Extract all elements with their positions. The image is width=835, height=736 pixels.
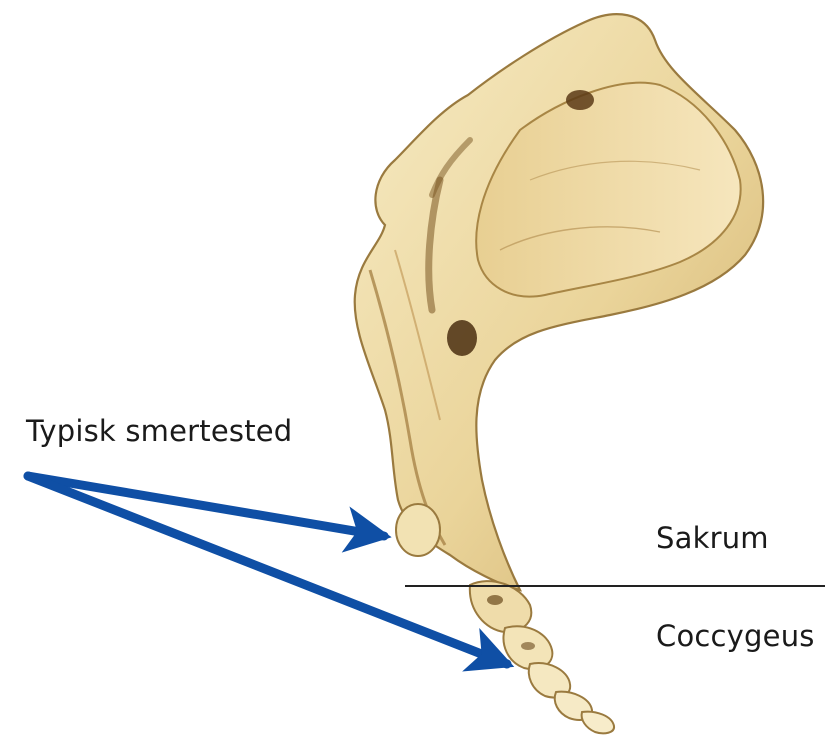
pain-site-label: Typisk smertested bbox=[26, 414, 292, 448]
sacrum-label: Sakrum bbox=[656, 521, 769, 555]
arrow-to-sacrum-tip bbox=[28, 476, 384, 536]
coccyx-label: Coccygeus bbox=[656, 619, 815, 653]
sacrum-bone bbox=[355, 14, 763, 590]
